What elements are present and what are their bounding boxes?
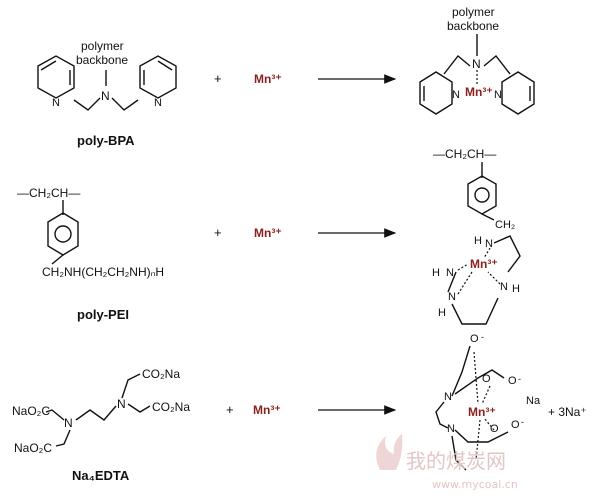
metal-1: Mn³⁺ <box>254 72 282 86</box>
plus-1: + <box>214 71 222 86</box>
na4edta-structure: CO₂Na CO₂Na NaO₂C NaO₂C N N Na₄EDTA <box>12 367 190 483</box>
svg-text:H: H <box>432 267 440 279</box>
svg-text:H: H <box>512 283 520 295</box>
svg-text:O: O <box>511 419 520 431</box>
pei-amine: CH₂NH(CH₂CH₂NH)ₙH <box>42 265 164 279</box>
svg-text:N: N <box>447 423 455 435</box>
plus-2: + <box>214 225 222 240</box>
benzene-ring-pei <box>47 212 79 256</box>
svg-text:N: N <box>446 267 454 279</box>
bpa-mn-complex: polymer backbone N N N Mn³⁺ <box>419 5 535 115</box>
polymer-label-1: polymer <box>81 39 124 53</box>
svg-text:O: O <box>490 423 499 435</box>
label-poly-bpa: poly-BPA <box>77 133 135 148</box>
plus-3: + <box>226 402 234 417</box>
flame-logo-icon <box>376 434 403 470</box>
edta-group-4: NaO₂C <box>14 441 52 455</box>
metal-3: Mn³⁺ <box>253 403 281 417</box>
watermark-text: 我的煤炭网 <box>406 449 506 473</box>
svg-text:N: N <box>485 238 493 250</box>
polymer-label-p1: polymer <box>452 5 495 19</box>
watermark: 我的煤炭网 www.mycoal.cn <box>376 434 518 491</box>
svg-text:N: N <box>117 397 126 411</box>
edta-group-3: NaO₂C <box>12 404 50 418</box>
edta-mn-complex: O - O O - N N Mn³⁺ Na O - O + 3Na⁺ <box>435 332 587 471</box>
product-metal-3: Mn³⁺ <box>468 405 496 419</box>
svg-text:N: N <box>452 89 460 101</box>
product-na: Na <box>526 395 541 407</box>
product-ch2: CH₂ <box>495 219 515 231</box>
product-metal-1: Mn³⁺ <box>465 85 493 99</box>
svg-text:N: N <box>472 57 481 71</box>
svg-text:-: - <box>521 417 524 427</box>
pyridine-ring-right <box>139 55 177 99</box>
label-poly-pei: poly-PEI <box>77 307 129 322</box>
svg-text:N: N <box>154 97 162 109</box>
pei-chain: —CH₂CH— <box>17 186 80 200</box>
svg-text:N: N <box>494 89 502 101</box>
svg-text:N: N <box>52 97 60 109</box>
svg-text:H: H <box>438 307 446 319</box>
svg-text:O: O <box>470 333 479 345</box>
svg-text:N: N <box>64 416 73 430</box>
product-chain-2: —CH₂CH— <box>433 147 496 161</box>
svg-text:N: N <box>448 291 456 303</box>
pei-mn-complex: —CH₂CH— CH₂ H N Mn³⁺ H N N H N H <box>432 147 521 325</box>
product-metal-2: Mn³⁺ <box>470 257 498 271</box>
edta-group-2: CO₂Na <box>152 400 190 414</box>
svg-text:O: O <box>508 375 517 387</box>
watermark-url: www.mycoal.cn <box>432 478 518 491</box>
svg-text:O: O <box>482 373 491 385</box>
pyridine-ring-left <box>37 55 75 99</box>
byproduct: + 3Na⁺ <box>548 405 587 419</box>
poly-pei-structure: —CH₂CH— CH₂NH(CH₂CH₂NH)ₙH poly-PEI <box>17 186 164 322</box>
svg-text:-: - <box>518 374 521 384</box>
amine-n: N <box>101 89 110 103</box>
edta-group-1: CO₂Na <box>142 367 180 381</box>
svg-text:H: H <box>474 235 482 247</box>
svg-text:N: N <box>444 391 452 403</box>
label-na4edta: Na₄EDTA <box>72 468 130 483</box>
poly-bpa-structure: polymer backbone N N N poly-BPA <box>37 39 177 148</box>
backbone-label-p1: backbone <box>447 19 499 33</box>
metal-2: Mn³⁺ <box>254 226 282 240</box>
svg-text:-: - <box>481 332 484 342</box>
svg-text:N: N <box>500 281 508 293</box>
backbone-label-1: backbone <box>76 53 128 67</box>
